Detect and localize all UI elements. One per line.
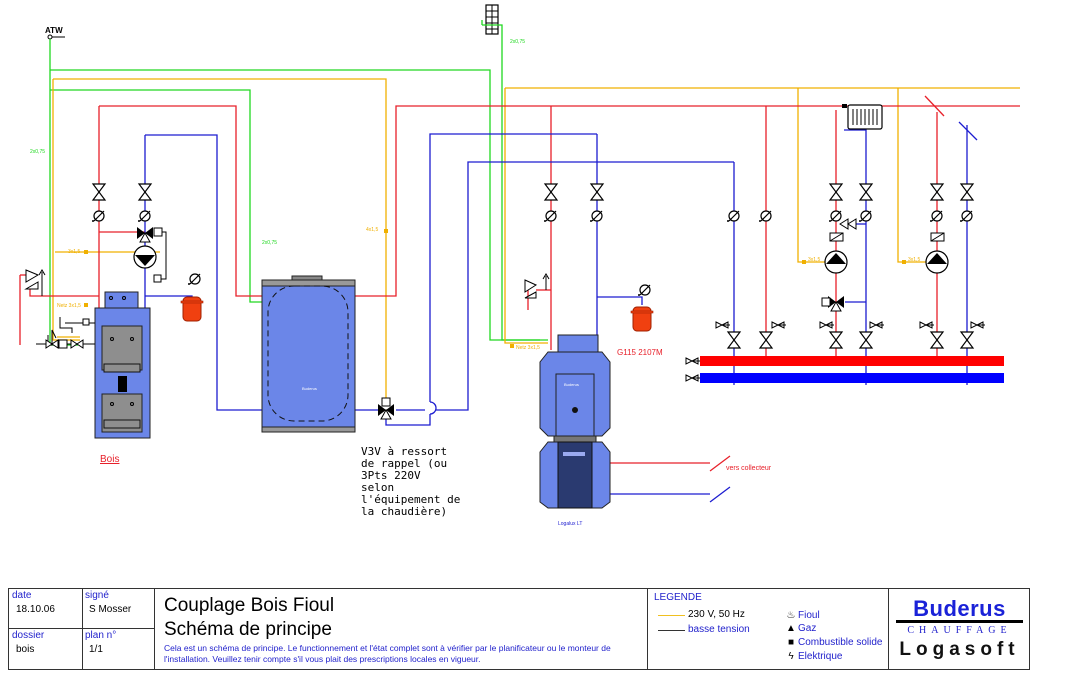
drawing-subtitle: Schéma de principe	[164, 619, 332, 640]
supply-pipes	[19, 105, 1020, 464]
brand-mark: Buderus	[564, 382, 579, 387]
boiler-model-label: G115 2107M	[617, 348, 663, 357]
legend-fioul: Fioul	[798, 610, 820, 621]
hot-water-tank	[539, 441, 611, 509]
oil-boiler: Buderus	[539, 334, 611, 443]
atw-label: ATW	[45, 26, 63, 35]
note-line: l'équipement de	[361, 493, 460, 506]
legend-title: LEGENDE	[654, 592, 702, 603]
legend-label-230v: 230 V, 50 Hz	[688, 609, 745, 620]
date-value: 18.10.06	[16, 604, 55, 615]
low-voltage-wiring	[49, 20, 548, 346]
signed-label: signé	[85, 590, 109, 601]
cable-label: 3x1,5	[68, 249, 80, 255]
dossier-cell: dossier bois	[9, 629, 82, 669]
safety-valve-icon	[24, 269, 550, 299]
note-line: la chaudière)	[361, 505, 447, 518]
gaz-icon: ▲	[786, 623, 796, 634]
date-label: date	[12, 590, 32, 601]
plan-cell: plan n° 1/1	[82, 629, 154, 669]
cable-label: Netz 3x1,5	[57, 303, 81, 309]
cable-label: 3x1,5	[908, 257, 920, 263]
plan-value: 1/1	[89, 644, 103, 655]
drawing-title: Couplage Bois Fioul	[164, 595, 335, 616]
cable-label: 2x0,75	[262, 240, 277, 246]
legend-gaz: Gaz	[798, 623, 817, 634]
legend-line-low-voltage	[658, 630, 685, 631]
brand-mark: Buderus	[302, 386, 317, 391]
cable-label: Netz 3x1,5	[516, 345, 540, 351]
dossier-value: bois	[16, 644, 35, 655]
buffer-tank: Buderus	[261, 275, 356, 433]
outdoor-sensor-icon	[47, 34, 53, 40]
cable-label: 2x0,75	[510, 39, 525, 45]
tank-model-label: Logalux LT	[558, 521, 582, 527]
fioul-icon: ♨	[786, 610, 796, 621]
brand-divider	[896, 620, 1023, 623]
mixing-valves	[136, 218, 945, 420]
electric-icon: ϟ	[788, 651, 794, 662]
solid-fuel-icon: ■	[787, 637, 795, 648]
date-cell: date 18.10.06	[9, 589, 82, 628]
v3v-note: V3V à ressort de rappel (ou 3Pts 220V se…	[361, 445, 460, 518]
brand-logo: Buderus	[913, 596, 1006, 621]
radiator-icon	[842, 104, 883, 130]
wood-boiler	[36, 291, 151, 439]
cable-label: 2x0,75	[30, 149, 45, 155]
brand-tagline: CHAUFFAGE	[907, 625, 1012, 636]
plan-label: plan n°	[85, 630, 117, 641]
cable-label: 3x1,5	[808, 257, 820, 263]
signed-value: S Mosser	[89, 604, 132, 615]
note-line: V3V à ressort	[361, 445, 447, 458]
supply-header	[700, 356, 1004, 366]
signed-cell: signé S Mosser	[82, 589, 154, 628]
dossier-label: dossier	[12, 630, 45, 641]
fioul-burner-icon	[572, 407, 578, 413]
note-line: de rappel (ou	[361, 457, 447, 470]
return-header	[700, 373, 1004, 383]
legend-line-230v	[658, 615, 685, 616]
note-line: selon	[361, 481, 394, 494]
vers-collecteur-label: vers collecteur	[726, 465, 772, 472]
note-line: 3Pts 220V	[361, 469, 421, 482]
legend-label-low-voltage: basse tension	[688, 624, 750, 635]
controller-icon	[485, 4, 499, 35]
wood-boiler-label: Bois	[100, 454, 119, 465]
hydraulic-schematic: ATW 2x0,75 2x0,75 2x0,75 3x1,5 Netz 3x1,…	[19, 4, 1020, 527]
title-block: date 18.10.06 signé S Mosser dossier boi…	[8, 588, 1030, 670]
drain-valves	[715, 321, 986, 329]
legend-electric: Elektrique	[798, 651, 843, 662]
legend-solid-fuel: Combustible solide	[798, 637, 883, 648]
pumps	[133, 245, 949, 274]
drawing-description: Cela est un schéma de principe. Le funct…	[164, 643, 611, 664]
product-name: Logasoft	[899, 639, 1020, 660]
cable-label: 4x1,5	[366, 227, 378, 233]
power-wiring	[52, 78, 1020, 398]
